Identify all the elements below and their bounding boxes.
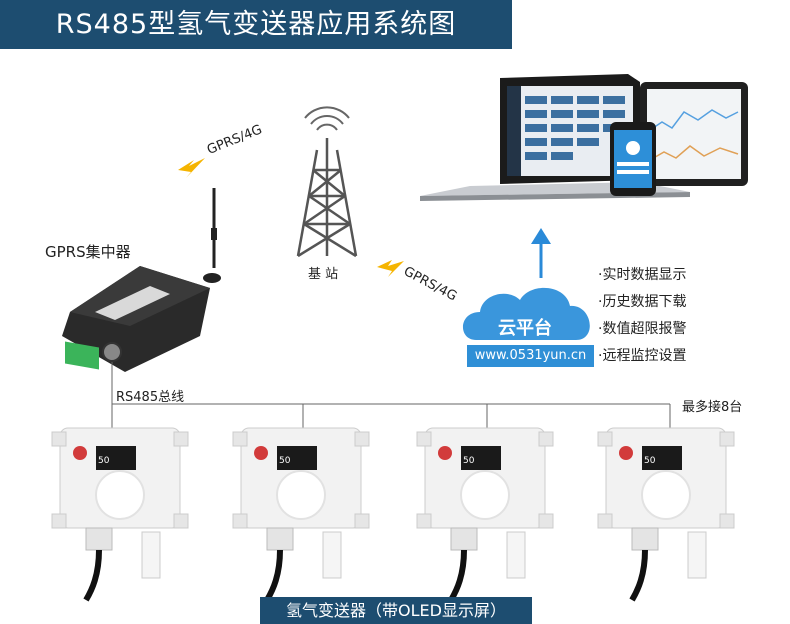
feature-item: ·数值超限报警 xyxy=(598,321,687,337)
feature-item: ·实时数据显示 xyxy=(598,267,687,283)
feature-list: ·实时数据显示 ·历史数据下载 ·数值超限报警 ·远程监控设置 xyxy=(598,262,686,370)
gprs-concentrator-icon xyxy=(62,188,221,372)
device-display-value: 50 xyxy=(279,456,291,466)
tablet-icon xyxy=(640,82,748,186)
rs485-bus-lines xyxy=(111,362,671,430)
cloud-platform-label: 云平台 xyxy=(498,318,552,339)
base-station-label: 基 站 xyxy=(308,267,339,282)
max-devices-label: 最多接8台 xyxy=(682,400,743,415)
lightning-icon xyxy=(377,260,404,277)
hydrogen-transmitter-icon xyxy=(597,427,735,602)
phone-icon xyxy=(610,122,656,196)
hydrogen-transmitter-icon xyxy=(51,427,189,602)
device-display-value: 50 xyxy=(98,456,110,466)
base-station-tower-icon xyxy=(296,138,358,258)
page-title: RS485型氢气变送器应用系统图 xyxy=(0,0,512,49)
concentrator-label: GPRS集中器 xyxy=(45,243,131,261)
bus-label: RS485总线 xyxy=(116,390,185,405)
signal-waves-icon xyxy=(304,106,350,131)
device-display-value: 50 xyxy=(463,456,475,466)
cloud-url: www.0531yun.cn xyxy=(467,345,594,367)
device-display-value: 50 xyxy=(644,456,656,466)
transmitter-caption: 氢气变送器（带OLED显示屏） xyxy=(260,597,532,624)
hydrogen-transmitter-icon xyxy=(232,427,370,602)
feature-item: ·历史数据下载 xyxy=(598,294,687,310)
lightning-icon xyxy=(178,158,205,178)
feature-item: ·远程监控设置 xyxy=(598,348,687,364)
upload-arrow-icon xyxy=(531,228,551,278)
hydrogen-transmitter-icon xyxy=(416,427,554,602)
cloud-icon xyxy=(462,287,590,340)
